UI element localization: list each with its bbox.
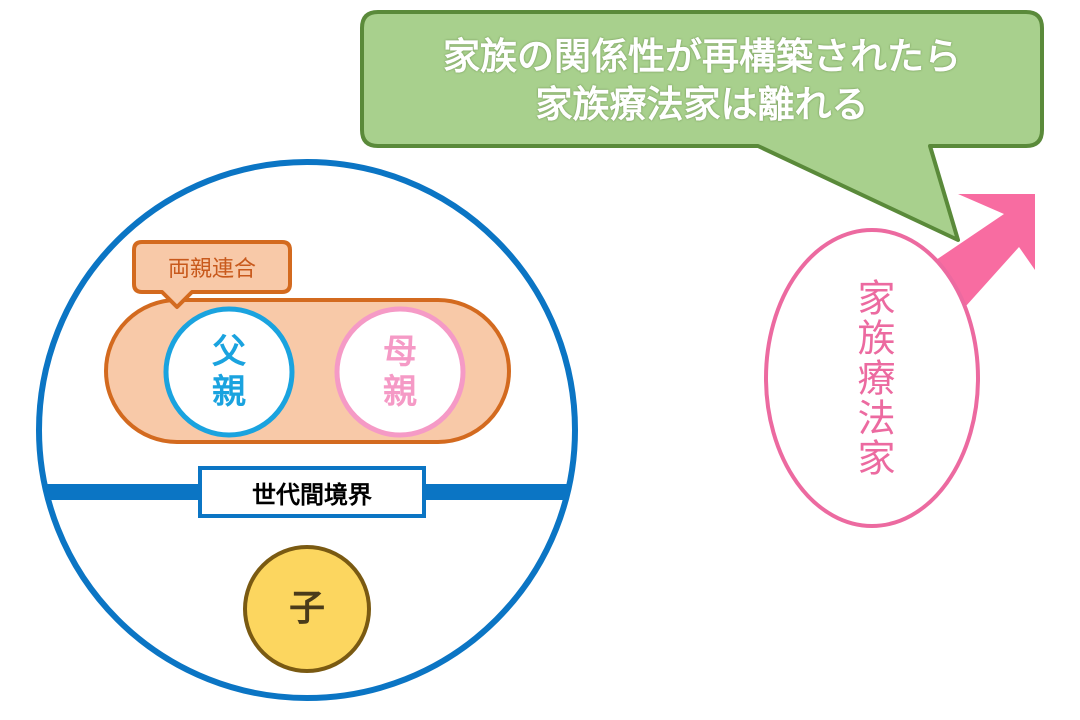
parent-coalition-callout	[132, 240, 292, 309]
therapist-ellipse	[764, 228, 980, 528]
father-label-line-1: 父	[212, 332, 246, 372]
father-label-line-2: 親	[212, 372, 246, 412]
departure-arrow	[936, 194, 1035, 306]
speech-bubble	[360, 10, 1044, 242]
speech-bubble-text: 家族の関係性が再構築されたら 家族療法家は離れる	[362, 22, 1042, 140]
child-node-circle	[243, 545, 371, 673]
father-node-circle	[163, 306, 295, 438]
generational-boundary-label: 世代間境界	[252, 480, 372, 509]
mother-label: 母 親	[336, 308, 464, 436]
mother-label-line-1: 母	[383, 332, 417, 372]
mother-node-circle	[334, 306, 466, 438]
therapist-label: 家族療法家	[851, 278, 895, 478]
mother-label-line-2: 親	[383, 372, 417, 412]
child-label: 子	[288, 588, 325, 629]
father-label: 父 親	[165, 308, 293, 436]
parent-coalition-label: 両親連合	[167, 257, 256, 282]
generational-boundary-box	[198, 466, 426, 518]
speech-bubble-line-2: 家族療法家は離れる	[535, 83, 869, 126]
speech-bubble-line-1: 家族の関係性が再構築されたら	[443, 35, 961, 78]
